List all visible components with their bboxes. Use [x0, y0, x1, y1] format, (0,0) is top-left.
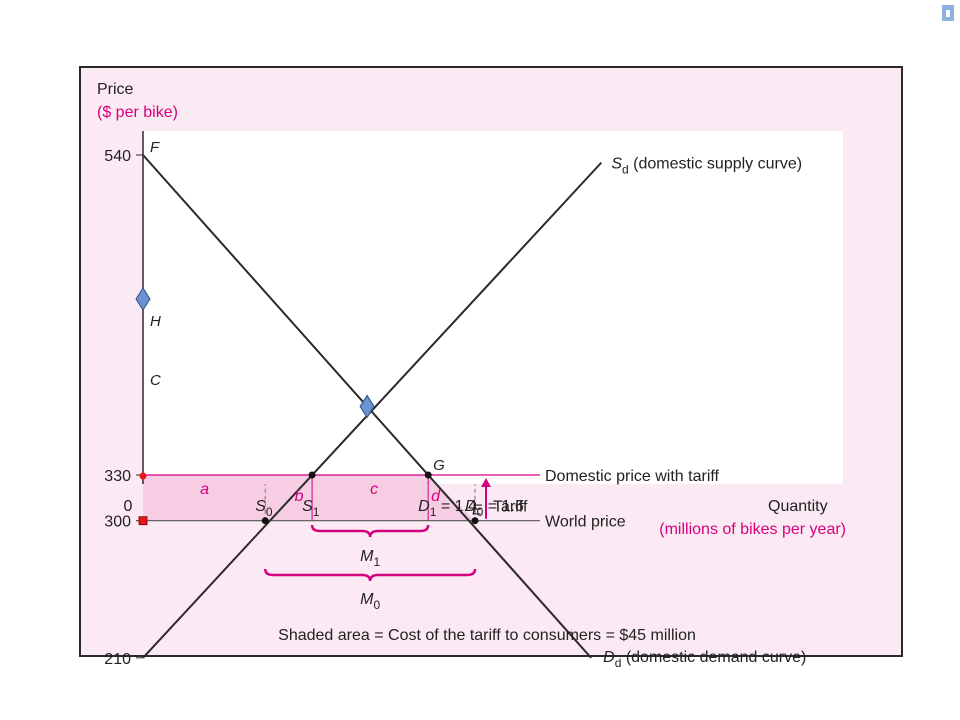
y-tick-label: 330: [104, 468, 131, 485]
world-price-label: World price: [545, 514, 626, 531]
point-label-G: G: [433, 457, 445, 474]
plot-area: [143, 131, 843, 484]
area-label-d: d: [431, 488, 441, 505]
x-tick-label: D1 = 1.4: [418, 498, 477, 519]
x-tick-label: S0: [255, 498, 273, 519]
red-square-marker: [138, 516, 148, 526]
point-label-C: C: [150, 372, 161, 389]
m0-label: M0: [360, 591, 380, 612]
area-label-a: a: [200, 481, 209, 498]
consumer-cost-area: [143, 474, 476, 521]
origin-label: 0: [124, 498, 133, 515]
area-label-b: b: [295, 488, 304, 505]
m0-bracket: [263, 568, 477, 582]
supply-curve-label: Sd (domestic supply curve): [611, 156, 802, 177]
equilibrium-diamond-marker: [359, 394, 375, 419]
point-label-F: F: [150, 139, 160, 156]
point-label-H: H: [150, 313, 161, 330]
blue-diamond-marker: [135, 287, 151, 311]
y-axis-title: Price: [97, 81, 134, 98]
y-tick-label: 300: [104, 514, 131, 531]
tariff-arrowhead: [481, 477, 491, 487]
demand-curve-label: Dd (domestic demand curve): [603, 649, 806, 670]
intersection-point: [424, 471, 432, 479]
area-label-c: c: [370, 481, 378, 498]
tariff-label: Tariff: [493, 499, 528, 516]
red-dot-marker: [139, 472, 147, 480]
y-axis-unit: ($ per bike): [97, 104, 178, 121]
m1-label: M1: [360, 548, 380, 569]
x-axis-title: Quantity: [768, 498, 828, 515]
y-tick-label: 540: [104, 148, 131, 165]
intersection-point: [471, 517, 479, 525]
intersection-point: [308, 471, 316, 479]
x-axis-unit: (millions of bikes per year): [659, 521, 846, 538]
document-icon[interactable]: [941, 4, 955, 22]
x-tick-label: D0 = 1.6: [465, 498, 524, 519]
caption: Shaded area = Cost of the tariff to cons…: [278, 627, 696, 644]
y-tick-label: 210: [104, 651, 131, 668]
tariff-price-label: Domestic price with tariff: [545, 468, 720, 485]
point-label-E: E: [472, 502, 483, 519]
m1-bracket: [310, 524, 430, 538]
intersection-point: [261, 517, 269, 525]
x-tick-label: S1: [302, 498, 320, 519]
